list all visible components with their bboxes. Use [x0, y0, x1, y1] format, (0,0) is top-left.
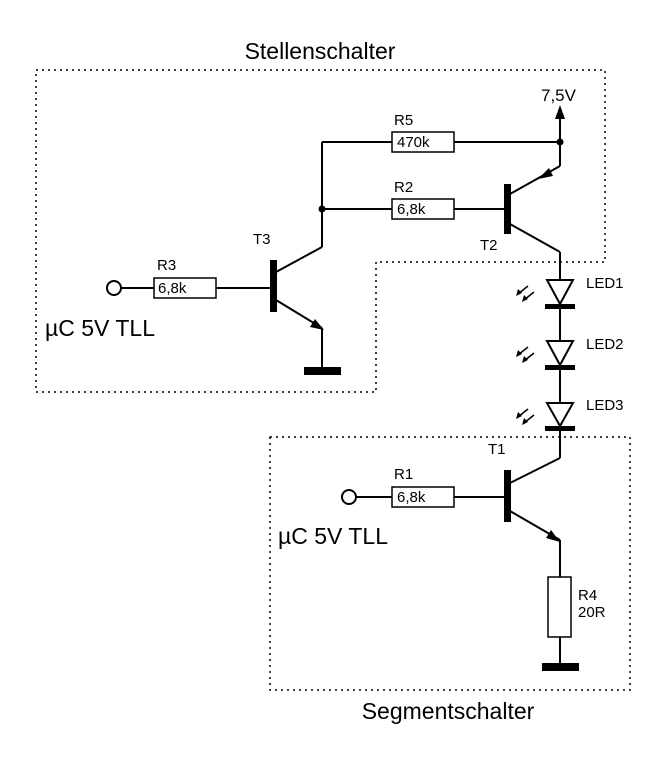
r3-name: R3	[157, 257, 176, 274]
t2-transistor	[504, 142, 561, 253]
bottom-input-terminal	[341, 489, 357, 505]
r5-name: R5	[394, 112, 413, 129]
led2-label: LED2	[586, 336, 624, 353]
r2-resistor	[391, 198, 455, 220]
r5-resistor	[391, 131, 455, 153]
supply-terminal	[555, 105, 565, 146]
led1-label: LED1	[586, 275, 624, 292]
t3-ground-symbol	[304, 367, 341, 375]
led1-emission-arrows	[516, 285, 535, 302]
top-input-label: µC 5V TLL	[45, 315, 155, 341]
r1-value: 6,8k	[397, 489, 426, 506]
led2-diode	[516, 340, 575, 370]
r1-name: R1	[394, 466, 413, 483]
led3-label: LED3	[586, 397, 624, 414]
r4-value: 20R	[578, 604, 606, 621]
r5-branch	[318, 141, 560, 247]
t3-transistor	[270, 246, 341, 375]
segmentschalter-boundary	[269, 436, 631, 691]
t1-label: T1	[488, 441, 506, 458]
led3-diode	[516, 402, 575, 431]
t3-label: T3	[253, 231, 271, 248]
r3-value: 6,8k	[158, 280, 187, 297]
top-input-terminal	[106, 280, 122, 296]
led1-diode	[516, 279, 575, 309]
supply-label: 7,5V	[541, 86, 577, 105]
r5-value: 470k	[397, 134, 430, 151]
r4-resistor	[547, 576, 572, 638]
stellenschalter-title: Stellenschalter	[245, 38, 396, 64]
t1-transistor	[504, 457, 561, 577]
segmentschalter-title: Segmentschalter	[362, 698, 535, 724]
stellenschalter-boundary	[35, 69, 606, 393]
r2-name: R2	[394, 179, 413, 196]
bottom-input-label: µC 5V TLL	[278, 523, 388, 549]
r4-name: R4	[578, 587, 597, 604]
t1-ground-symbol	[542, 663, 579, 671]
led3-emission-arrows	[516, 408, 535, 425]
r2-value: 6,8k	[397, 201, 426, 218]
t2-label: T2	[480, 237, 498, 254]
led2-emission-arrows	[516, 346, 535, 363]
